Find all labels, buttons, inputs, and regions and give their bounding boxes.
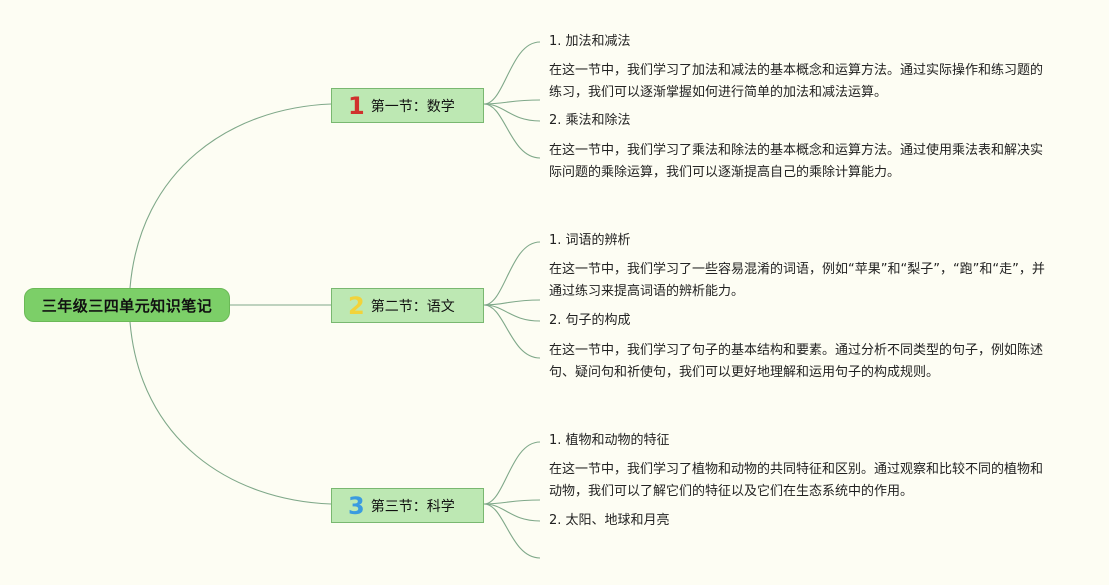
edge-section-2-leaf-3	[483, 304, 541, 322]
edge-section-3-leaf-3	[483, 503, 541, 522]
leaf-1-2[interactable]: 在这一节中，我们学习了加法和减法的基本概念和运算方法。通过实际操作和练习题的练习…	[549, 63, 1044, 100]
edge-section-2-leaf-1	[483, 241, 541, 306]
section-number-3: 3	[348, 491, 365, 520]
edge-section-1-leaf-1	[483, 41, 541, 105]
leaf-1-3[interactable]: 2. 乘法和除法	[549, 113, 631, 128]
edge-section-1-leaf-4	[483, 103, 541, 159]
leaf-1-1[interactable]: 1. 加法和减法	[549, 34, 631, 49]
section-node-2[interactable]: 2 第二节：语文	[331, 288, 484, 323]
section-label-2: 第二节：语文	[370, 298, 455, 315]
root-node-label: 三年级三四单元知识笔记	[41, 296, 213, 315]
edge-root-section-1	[129, 103, 332, 289]
root-node[interactable]: 三年级三四单元知识笔记	[24, 288, 230, 322]
edge-section-2-leaf-4	[483, 304, 541, 359]
leaf-3-1[interactable]: 1. 植物和动物的特征	[549, 433, 670, 448]
leaf-2-3[interactable]: 2. 句子的构成	[549, 313, 631, 328]
edge-section-1-leaf-3	[483, 103, 541, 122]
section-label-1: 第一节：数学	[370, 98, 455, 115]
leaf-3-3[interactable]: 2. 太阳、地球和月亮	[549, 513, 670, 528]
section-label-3: 第三节：科学	[370, 498, 455, 515]
section-node-1[interactable]: 1 第一节：数学	[331, 88, 484, 123]
edge-section-3-leaf-1	[483, 441, 541, 505]
section-number-2: 2	[348, 291, 365, 320]
edge-root-section-3	[129, 321, 332, 505]
edge-section-3-leaf-4	[483, 503, 541, 559]
leaf-2-2[interactable]: 在这一节中，我们学习了一些容易混淆的词语，例如“苹果”和“梨子”，“跑”和“走”…	[549, 262, 1045, 299]
leaf-3-2[interactable]: 在这一节中，我们学习了植物和动物的共同特征和区别。通过观察和比较不同的植物和动物…	[549, 462, 1044, 499]
section-node-3[interactable]: 3 第三节：科学	[331, 488, 484, 523]
leaf-1-4[interactable]: 在这一节中，我们学习了乘法和除法的基本概念和运算方法。通过使用乘法表和解决实际问…	[549, 143, 1044, 180]
section-number-1: 1	[348, 91, 365, 120]
leaf-2-4[interactable]: 在这一节中，我们学习了句子的基本结构和要素。通过分析不同类型的句子，例如陈述句、…	[549, 343, 1044, 380]
leaf-2-1[interactable]: 1. 词语的辨析	[549, 233, 631, 248]
